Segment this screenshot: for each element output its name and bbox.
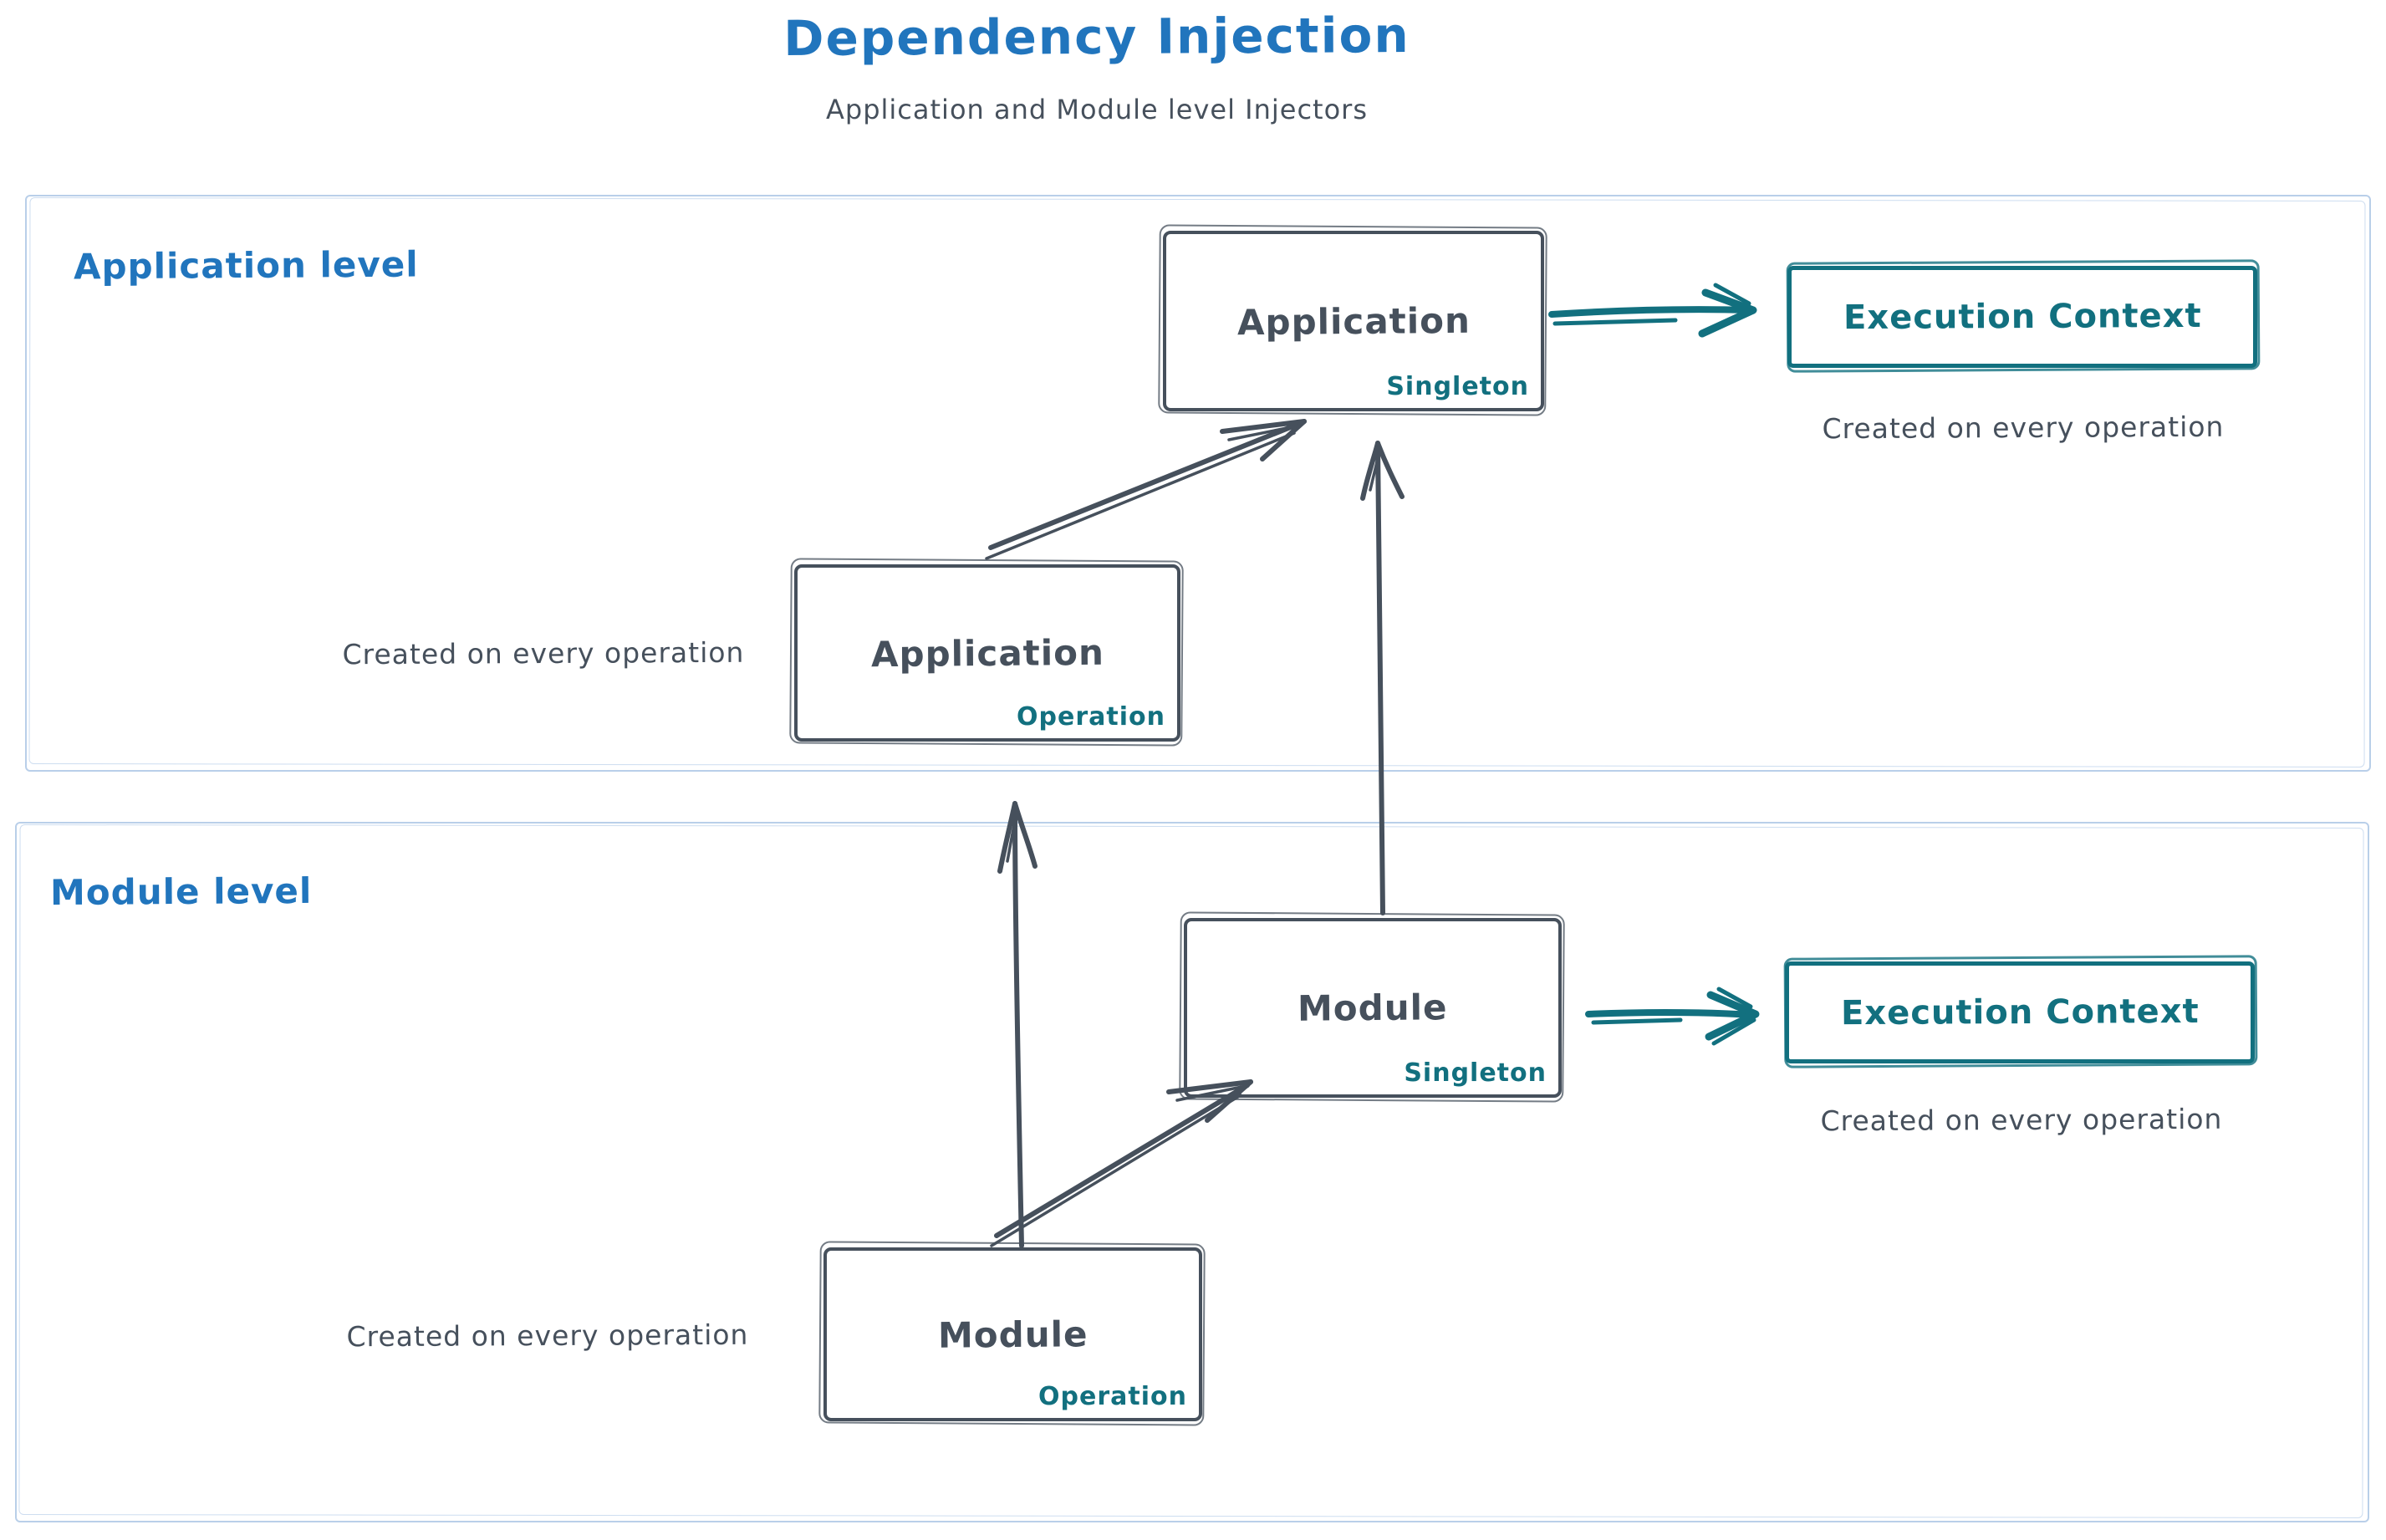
diagram-header: Dependency Injection Application and Mod…	[762, 7, 1431, 125]
module-operation-box: Module Operation	[823, 1247, 1202, 1421]
application-operation-title: Application	[870, 631, 1104, 675]
module-execution-context-box: Execution Context	[1785, 961, 2255, 1063]
module-execution-context-title: Execution Context	[1840, 992, 2200, 1033]
module-singleton-tag: Singleton	[1404, 1058, 1547, 1088]
application-execution-caption: Created on every operation	[1822, 410, 2225, 446]
module-level-label: Module level	[49, 869, 313, 914]
module-singleton-box: Module Singleton	[1184, 918, 1562, 1098]
application-operation-box: Application Operation	[794, 564, 1180, 742]
application-singleton-tag: Singleton	[1386, 372, 1529, 401]
application-execution-context-box: Execution Context	[1787, 266, 2257, 368]
application-execution-context-title: Execution Context	[1843, 296, 2202, 338]
page-subtitle: Application and Module level Injectors	[826, 94, 1368, 125]
application-level-label: Application level	[73, 243, 419, 288]
application-operation-caption: Created on every operation	[342, 635, 745, 671]
module-operation-tag: Operation	[1038, 1382, 1187, 1411]
application-level-section	[25, 195, 2371, 772]
module-operation-caption: Created on every operation	[346, 1318, 749, 1354]
module-level-section	[15, 822, 2369, 1522]
module-operation-title: Module	[937, 1313, 1088, 1356]
application-singleton-box: Application Singleton	[1163, 231, 1544, 411]
application-operation-tag: Operation	[1017, 702, 1165, 732]
module-execution-caption: Created on every operation	[1820, 1102, 2223, 1138]
page-title: Dependency Injection	[783, 7, 1410, 67]
application-singleton-title: Application	[1236, 299, 1471, 343]
module-singleton-title: Module	[1298, 987, 1448, 1029]
